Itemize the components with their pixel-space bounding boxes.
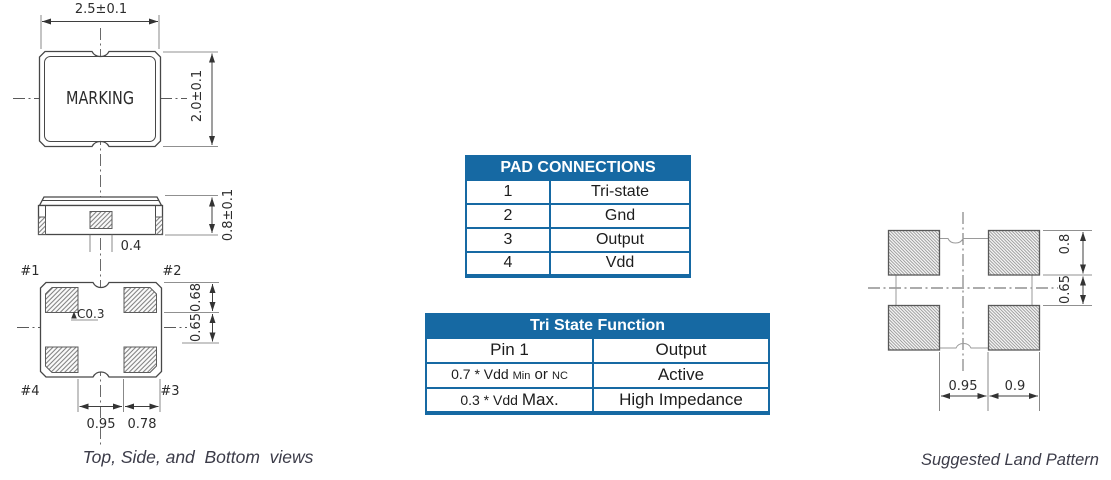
table-cell: Output [592,337,770,364]
dim-label: 0.9 [1005,379,1026,394]
dim-0-65: 0.65 [1043,275,1092,306]
table-cell: Vdd [549,251,691,278]
package-inner-line [44,56,156,142]
side-view: 0.4 0.8±0.1 [37,189,236,254]
views-caption: Top, Side, and Bottom views [82,447,314,467]
dim-height-2-0: 2.0±0.1 [163,51,218,147]
dim-label: 0.8 [1058,234,1073,255]
dim-label: 2.5±0.1 [75,2,127,17]
table-cell: 4 [465,251,551,278]
land-pad-bottom-left [887,304,941,351]
dim-label: 0.95 [949,379,978,394]
dim-0-9: 0.9 [989,352,1040,411]
pad4-label: #4 [20,384,39,399]
top-view: MARKING 2.5±0.1 2.0±0.1 [13,2,218,148]
table-cell: Active [592,362,770,389]
pad3-label: #3 [160,384,179,399]
dim-label: 0.65 [1058,275,1073,304]
pad-3 [123,346,157,373]
dim-height-0-8: 0.8±0.1 [165,189,236,241]
dim-label: 2.0±0.1 [190,70,205,122]
lid-outline [38,196,163,207]
table-cell: 2 [465,203,551,229]
dim-label: C0.3 [77,307,104,321]
side-pad-right [155,216,163,235]
dim-0-95: 0.95 [77,379,124,432]
package-views-drawing: MARKING 2.5±0.1 2.0±0.1 [13,2,236,447]
pad-2 [123,287,157,313]
bottom-view: #1 #2 #3 #4 C0.3 0.68 0.65 [17,264,219,432]
pad-connections-title: PAD CONNECTIONS [465,155,691,181]
land-pad-bottom-right [987,304,1041,351]
marking-label: MARKING [66,88,134,109]
side-pad-left [38,216,46,235]
land-pattern-caption: Suggested Land Pattern [921,451,1099,469]
chamfer-callout: C0.3 [71,307,104,321]
table-cell: 0.3 * Vdd Max. [425,386,594,416]
dim-label: 0.68 [189,283,204,312]
land-pattern: 0.95 0.9 0.8 0.65 [868,212,1092,411]
dim-center-pad-0-4: 0.4 [89,234,142,254]
dim-width-2-5: 2.5±0.1 [40,2,160,49]
table-cell: High Impedance [592,386,770,416]
table-cell: Gnd [549,203,691,229]
pad1-label: #1 [20,264,39,279]
table-cell: Tri-state [549,179,691,205]
dim-label: 0.78 [128,417,157,432]
table-header-row: PAD CONNECTIONS [465,155,691,181]
dim-label: 0.95 [87,417,116,432]
table-cell: Output [549,227,691,253]
dim-0-68: 0.68 [164,282,219,313]
table-row: 0.3 * Vdd Max.High Impedance [425,386,770,416]
pad2-label: #2 [162,264,181,279]
land-pad-top-left [887,229,941,276]
dim-label: 0.65 [189,313,204,342]
dim-0-65: 0.65 [182,313,219,344]
table-cell: 0.7 * Vdd Min or NC [425,362,594,389]
dim-0-95: 0.95 [939,352,989,411]
table-cell: Pin 1 [425,337,594,364]
land-pad-top-right [987,229,1041,276]
dim-label: 0.8±0.1 [221,189,236,241]
table-cell: 3 [465,227,551,253]
table-header-row: Tri State Function [425,313,770,339]
tri-state-title: Tri State Function [425,313,770,339]
dim-label: 0.4 [121,239,142,254]
dim-0-8: 0.8 [1043,230,1092,276]
dim-0-78: 0.78 [125,379,161,432]
pad-1 [45,287,79,313]
land-pattern-drawing: 0.95 0.9 0.8 0.65 [868,212,1092,411]
pad-4 [45,346,79,373]
side-pad-center [89,211,113,229]
table-cell: 1 [465,179,551,205]
